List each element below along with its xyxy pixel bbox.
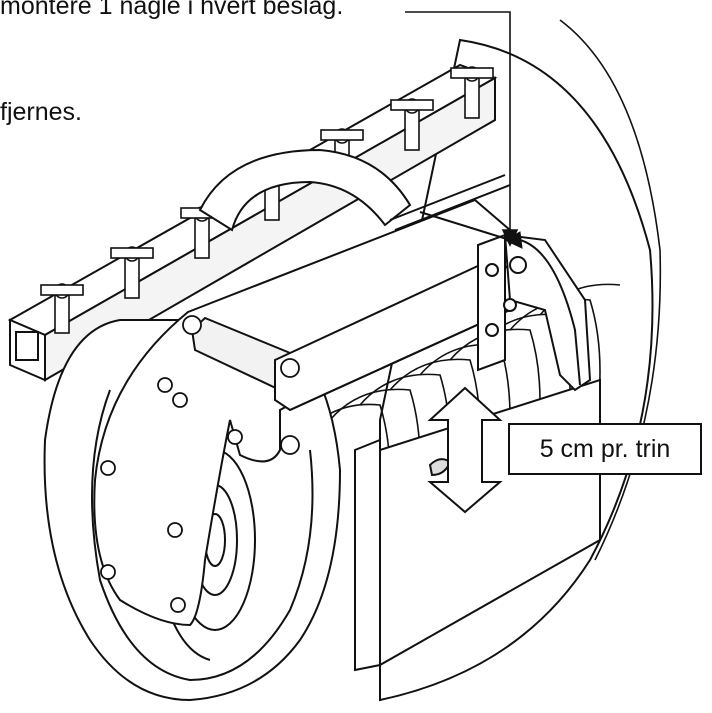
curved-arm [198, 148, 412, 232]
step-size-label: 5 cm pr. trin [508, 423, 702, 475]
tine-brackets [40, 66, 494, 334]
plate-bolts [100, 315, 300, 613]
double-vertical-arrow-icon [427, 386, 503, 514]
adjustment-bracket [477, 233, 592, 392]
cross-rods [389, 174, 511, 241]
top-instruction-label: montere 1 nagle i hvert beslag. [0, 0, 344, 20]
pin-icon [503, 231, 523, 249]
removal-note-label: fjernes. [0, 98, 82, 126]
